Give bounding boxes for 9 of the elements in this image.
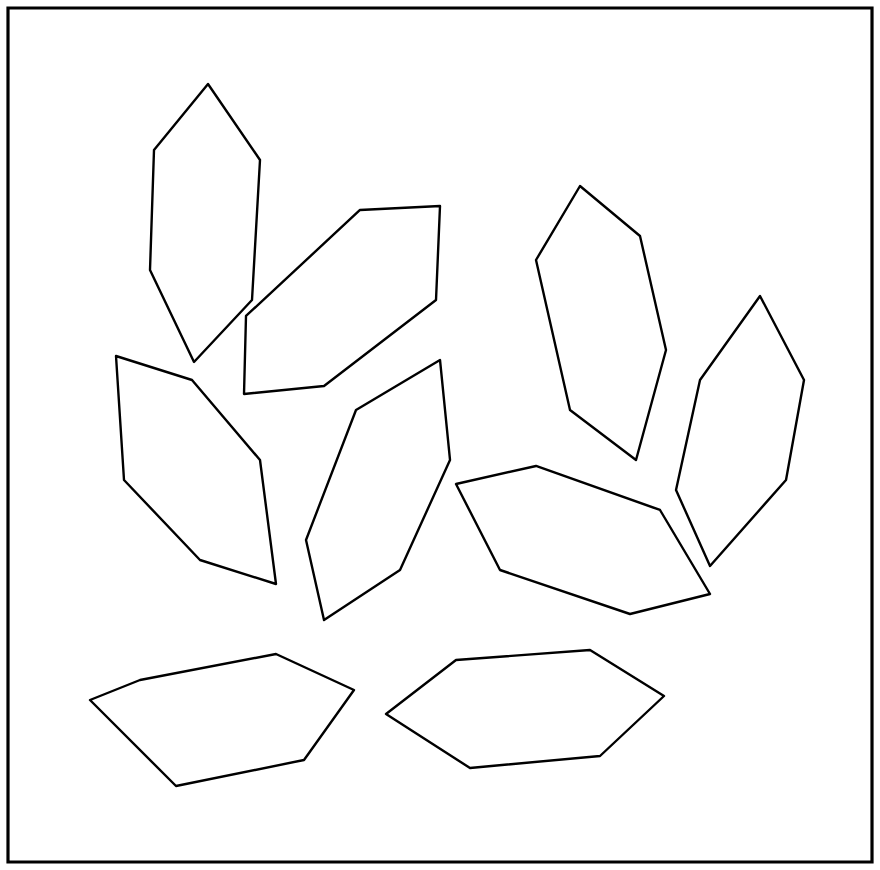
hexagon	[148, 82, 262, 364]
hexagon	[674, 294, 806, 568]
hexagon	[88, 652, 356, 788]
hexagon	[384, 648, 666, 770]
hexagon	[534, 184, 668, 462]
hexagon	[114, 354, 278, 586]
hexagon	[454, 464, 712, 616]
hexagon	[304, 358, 452, 622]
hexagon	[242, 204, 442, 396]
